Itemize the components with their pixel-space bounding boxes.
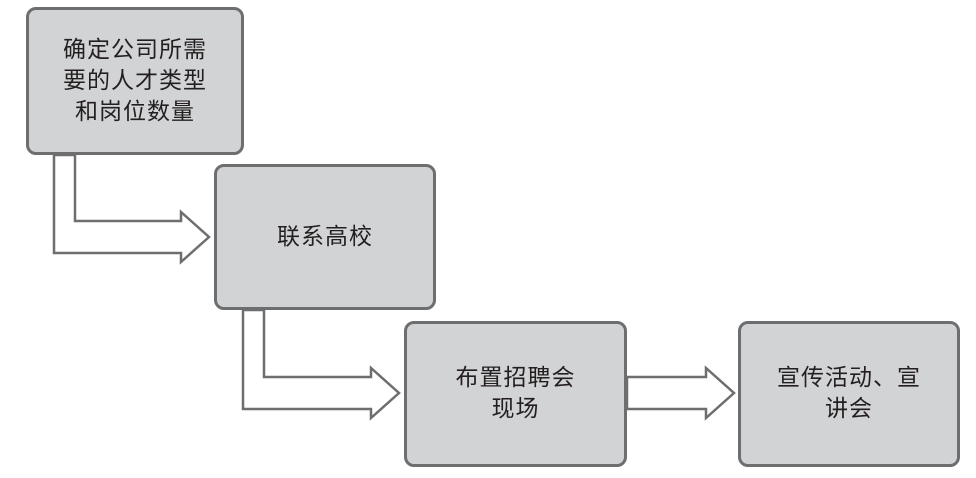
step-label: 布置招聘会 现场 bbox=[455, 365, 576, 422]
step-box-arrange-job-fair-venue: 布置招聘会 现场 bbox=[404, 321, 627, 467]
step-box-contact-universities: 联系高校 bbox=[214, 164, 436, 310]
arrow-step1-to-step2 bbox=[52, 153, 211, 265]
step-box-define-talent-needs: 确定公司所需 要的人才类型 和岗位数量 bbox=[26, 7, 244, 155]
step-label: 宣传活动、宣 讲会 bbox=[777, 365, 921, 422]
step-box-promotion-and-presentation: 宣传活动、宣 讲会 bbox=[738, 321, 960, 467]
arrow-step2-to-step3 bbox=[241, 308, 401, 421]
step-label: 确定公司所需 要的人才类型 和岗位数量 bbox=[63, 36, 207, 125]
step-label: 联系高校 bbox=[277, 223, 373, 250]
arrow-step3-to-step4 bbox=[625, 365, 736, 421]
